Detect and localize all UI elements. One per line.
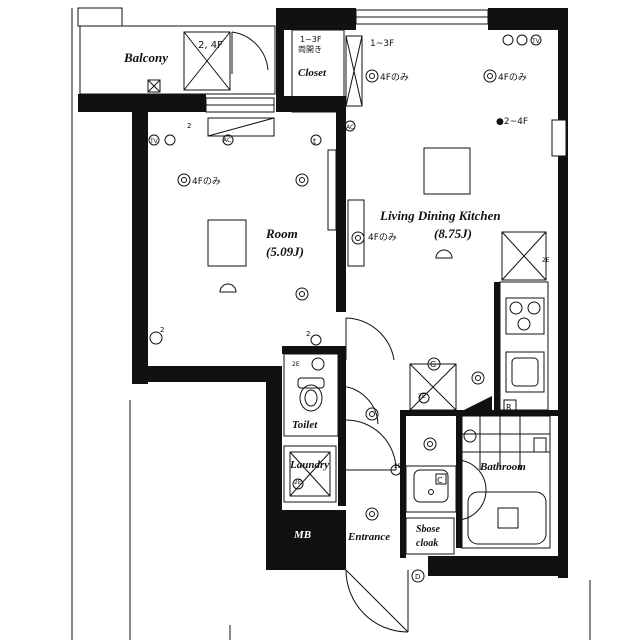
- ac-note-closet: AC: [346, 124, 354, 131]
- room-sliding-door: [347, 199, 365, 267]
- room-ceiling-light: [207, 219, 247, 267]
- mb-label: MB: [293, 529, 311, 541]
- walls: [78, 8, 568, 578]
- closet-single-note: 4F片開き: [295, 98, 329, 108]
- t-note: t: [313, 137, 316, 146]
- ac-note: AC: [223, 137, 231, 144]
- room-window: [205, 97, 275, 137]
- fourth-only-2: 4Fのみ: [380, 72, 409, 83]
- balcony-area: [79, 25, 276, 95]
- r-note: R: [506, 403, 512, 412]
- side-window: [551, 119, 567, 157]
- closet-floors-note: 1~3F: [300, 35, 322, 44]
- laundry-fixture: [283, 419, 397, 503]
- door-mark: [411, 569, 425, 583]
- two-e-note-2: 2E: [292, 361, 300, 368]
- balcony-label: Balcony: [123, 50, 168, 65]
- entrance-label: Entrance: [347, 531, 390, 543]
- tv-note-room: TV: [149, 138, 159, 145]
- room-label: Room: [265, 226, 298, 241]
- downlights: [149, 69, 497, 521]
- two-note-2: 2: [160, 326, 164, 334]
- ldk-size-label: (8.75J): [434, 226, 472, 241]
- fourth-only-4: 4Fのみ: [368, 232, 397, 243]
- ldk-label: Living Dining Kitchen: [379, 208, 501, 223]
- kitchen: [499, 281, 549, 413]
- two-e-note-3: 2E: [418, 393, 426, 400]
- laundry-label: Laundry: [289, 459, 329, 471]
- fourth-only-3: 4Fのみ: [498, 72, 527, 83]
- d-note: D: [415, 573, 420, 581]
- wash-basin: [405, 465, 457, 513]
- shoe-cloak-label-2: cloak: [416, 538, 438, 549]
- two-e-note-1: 2E: [542, 257, 550, 264]
- tv-note-top: TV: [531, 38, 541, 45]
- balcony-floor-note: 2, 4F: [198, 40, 223, 51]
- room-wardrobe: [327, 149, 337, 231]
- two-e-note-5: 2E: [394, 463, 402, 470]
- ldk-units: [409, 231, 547, 411]
- ldk-ceiling-light: [423, 147, 471, 195]
- toilet-label: Toilet: [292, 419, 318, 431]
- floors-2-4-note: ●2~4F: [496, 117, 528, 127]
- closet-double-note: 両開き: [298, 45, 322, 54]
- closet-label: Closet: [298, 67, 327, 79]
- balcony-window: [355, 9, 489, 25]
- closet: [291, 29, 363, 113]
- shoe-cloak-label-1: Sbose: [416, 524, 440, 535]
- room-door: [345, 317, 395, 361]
- closet-top-note: 1~3F: [370, 39, 394, 49]
- shoe-cloak-cabinet: [405, 517, 455, 555]
- toilet-fixture: [283, 353, 379, 437]
- entrance-door: [345, 569, 409, 633]
- bathroom-label: Bathroom: [479, 461, 526, 473]
- c-note: C: [437, 476, 443, 485]
- room-size-label: (5.09J): [266, 244, 304, 259]
- electrical-symbols: [148, 34, 542, 490]
- bathroom-fixture: [455, 415, 551, 549]
- two-note-3: 2: [306, 330, 310, 338]
- two-e-note-4: 2E: [294, 479, 302, 486]
- fourth-only-1: 4Fのみ: [192, 176, 221, 187]
- g-note: G: [430, 360, 436, 369]
- two-note-1: 2: [187, 122, 191, 130]
